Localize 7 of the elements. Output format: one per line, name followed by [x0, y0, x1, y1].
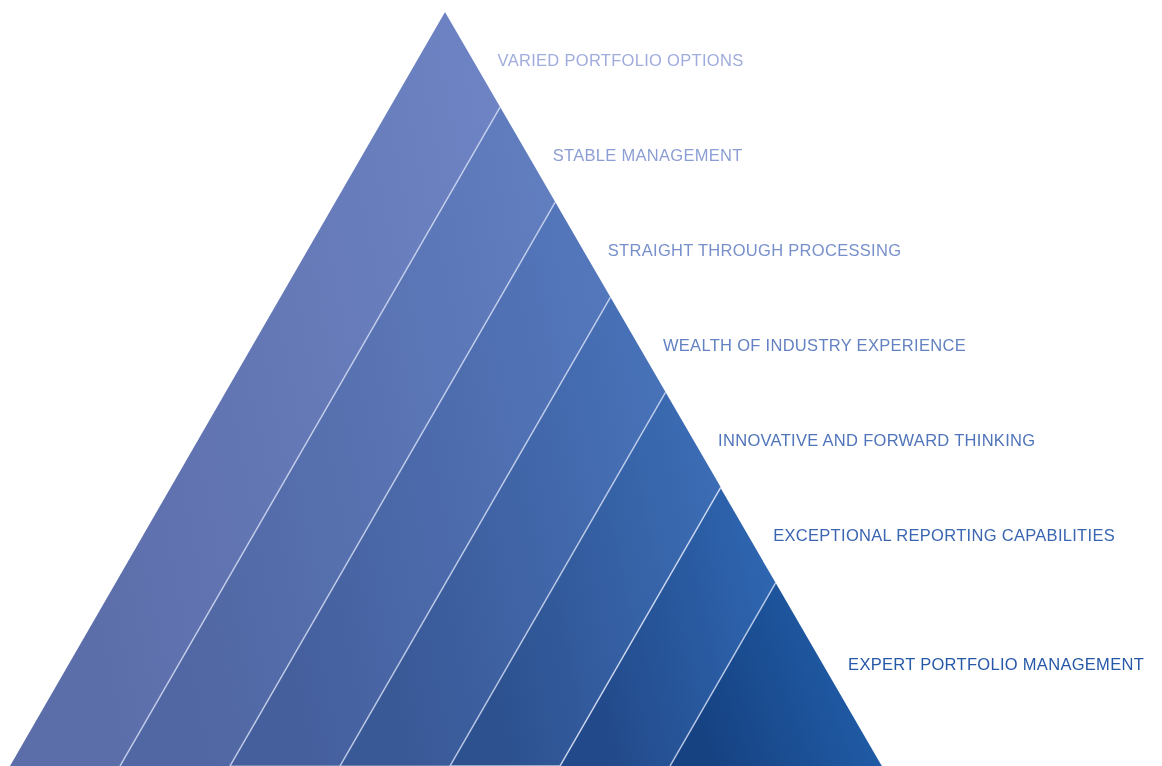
- band-label: WEALTH OF INDUSTRY EXPERIENCE: [662, 334, 966, 355]
- band-label: EXPERT PORTFOLIO MANAGEMENT: [848, 654, 1145, 675]
- band-label: INNOVATIVE AND FORWARD THINKING: [718, 430, 1036, 450]
- band-label: STRAIGHT THROUGH PROCESSING: [607, 239, 902, 260]
- band-label: EXCEPTIONAL REPORTING CAPABILITIES: [773, 525, 1115, 546]
- band-label: STABLE MANAGEMENT: [552, 144, 743, 165]
- band-label: VARIED PORTFOLIO OPTIONS: [497, 49, 744, 70]
